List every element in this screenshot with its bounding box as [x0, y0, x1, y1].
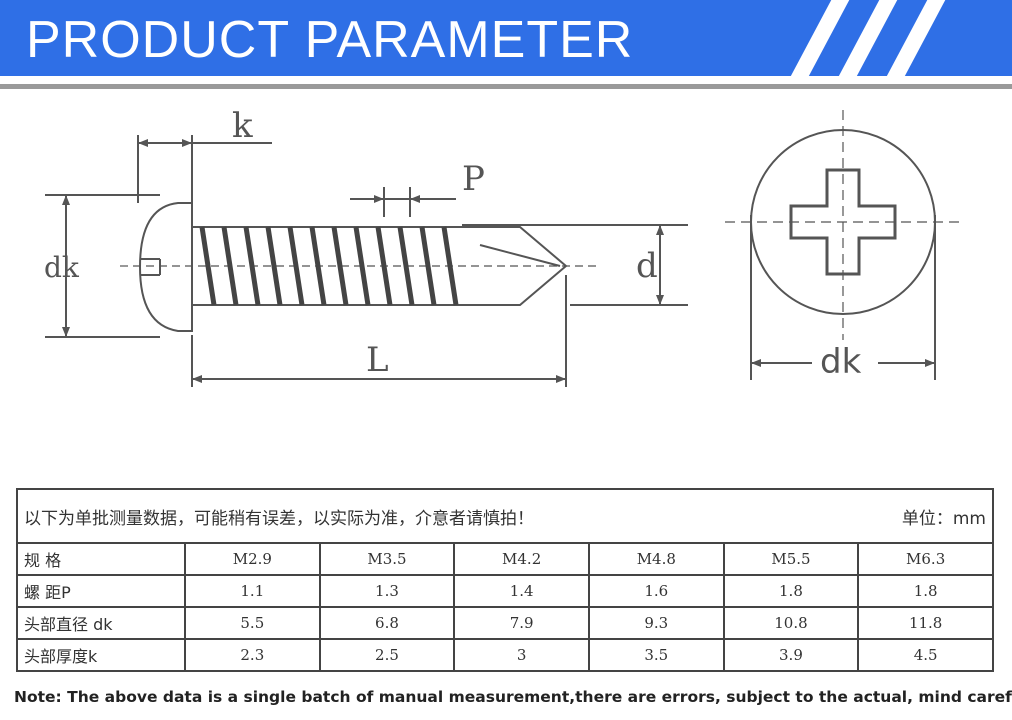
table-cell: M6.3 [857, 542, 994, 576]
measurement-note: 以下为单批测量数据，可能稍有误差，以实际为准，介意者请慎拍！ [24, 508, 534, 529]
screw-technical-drawing: k P dk d L dk [44, 106, 962, 387]
table-cell: M4.2 [453, 542, 590, 576]
dk-side-label: dk [44, 251, 80, 284]
p-dimension-label: P [462, 159, 485, 199]
k-dimension-label: k [232, 106, 253, 146]
table-cell: M4.8 [587, 542, 725, 576]
table-cell: M2.9 [184, 542, 321, 576]
table-cell: 1.6 [587, 574, 725, 608]
row-label: 螺 距P [16, 574, 186, 608]
table-cell: 4.5 [857, 638, 994, 672]
table-cell: 6.8 [318, 606, 456, 640]
table-note-row: 以下为单批测量数据，可能稍有误差，以实际为准，介意者请慎拍！ 单位：mm [16, 488, 994, 544]
table-cell: 5.5 [184, 606, 321, 640]
table-cell: 2.5 [318, 638, 456, 672]
table-cell: 3.5 [587, 638, 725, 672]
table-row: 头部厚度k 2.3 2.5 3 3.5 3.9 4.5 [16, 638, 994, 672]
table-cell: M3.5 [318, 542, 456, 576]
table-row: 头部直径 dk 5.5 6.8 7.9 9.3 10.8 11.8 [16, 606, 994, 640]
l-dimension-label: L [366, 340, 389, 380]
header-divider [0, 84, 1012, 89]
table-cell: 2.3 [184, 638, 321, 672]
table-row: 螺 距P 1.1 1.3 1.4 1.6 1.8 1.8 [16, 574, 994, 608]
row-label: 头部厚度k [16, 638, 186, 672]
table-cell: 1.8 [722, 574, 860, 608]
table-cell: 11.8 [857, 606, 994, 640]
footer-note: Note: The above data is a single batch o… [14, 688, 1012, 706]
table-row: 规 格 M2.9 M3.5 M4.2 M4.8 M5.5 M6.3 [16, 542, 994, 576]
table-cell: 1.1 [184, 574, 321, 608]
table-cell: 7.9 [453, 606, 590, 640]
parameter-table: 以下为单批测量数据，可能稍有误差，以实际为准，介意者请慎拍！ 单位：mm 规 格… [16, 488, 994, 678]
table-cell: 10.8 [722, 606, 860, 640]
row-label: 规 格 [16, 542, 186, 576]
table-cell: 9.3 [587, 606, 725, 640]
header-banner: PRODUCT PARAMETER [0, 0, 1012, 76]
dk-front-label: dk [820, 342, 862, 382]
row-label: 头部直径 dk [16, 606, 186, 640]
table-cell: 1.4 [453, 574, 590, 608]
page-title: PRODUCT PARAMETER [26, 11, 634, 69]
d-dimension-label: d [636, 246, 658, 286]
unit-label: 单位：mm [901, 508, 986, 529]
table-cell: 1.3 [318, 574, 456, 608]
table-cell: 1.8 [857, 574, 994, 608]
table-cell: 3 [453, 638, 590, 672]
table-cell: 3.9 [722, 638, 860, 672]
table-cell: M5.5 [722, 542, 860, 576]
